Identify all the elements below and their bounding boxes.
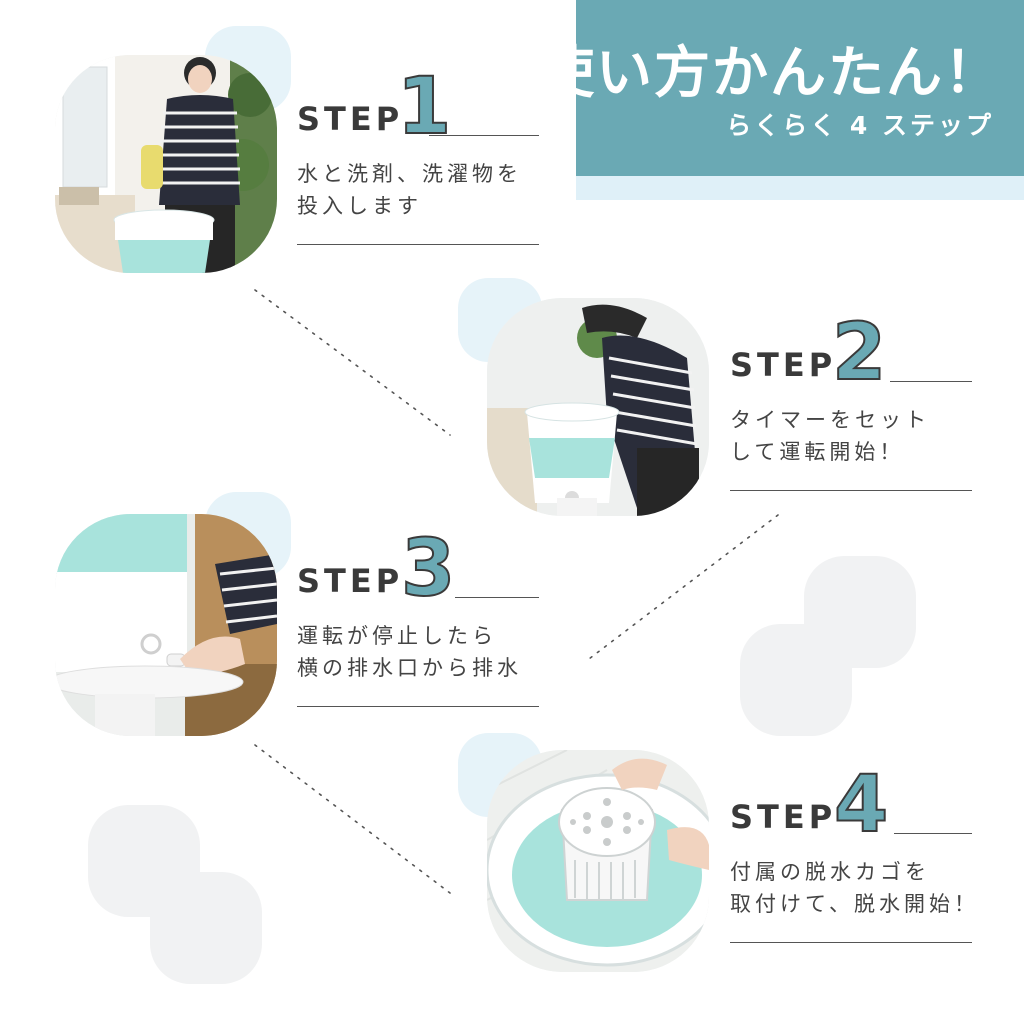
step-1-description: 水と洗剤、洗濯物を 投入します (297, 158, 539, 222)
step-1-heading-rule (429, 135, 539, 136)
step-4-line-1: 付属の脱水カゴを (730, 860, 930, 884)
step-2-bottom-rule (730, 490, 972, 491)
step-3-line-2: 横の排水口から排水 (297, 656, 522, 680)
step-1-line-2: 投入します (297, 194, 422, 218)
step-3-photo (55, 514, 277, 736)
step-4-bottom-rule (730, 942, 972, 943)
step-3-heading-rule (455, 597, 539, 598)
step-2-word: STEP (730, 346, 837, 384)
step-4-description: 付属の脱水カゴを 取付けて、脱水開始！ (730, 856, 975, 920)
step-2-description: タイマーをセット して運転開始！ (730, 404, 972, 468)
step-3-description: 運転が停止したら 横の排水口から排水 (297, 620, 539, 684)
step-4-photo (487, 750, 709, 972)
step-3-bottom-rule (297, 706, 539, 707)
step-1-number: 1 (396, 62, 452, 152)
connector-2-3 (584, 514, 779, 663)
step-4-line-2: 取付けて、脱水開始！ (730, 892, 979, 916)
step-2-heading-rule (890, 381, 972, 382)
decor-square-8 (150, 872, 262, 984)
step-2-number: 2 (831, 308, 887, 398)
step-4-heading: STEP 4 (730, 765, 972, 845)
step-3-word: STEP (297, 562, 404, 600)
step-4-word: STEP (730, 798, 837, 836)
step-2-photo (487, 298, 709, 516)
step-3-number: 3 (400, 524, 456, 614)
step-4: STEP 4 付属の脱水カゴを 取付けて、脱水開始！ (730, 765, 975, 943)
step-1-photo (55, 55, 277, 273)
step-4-number: 4 (833, 760, 889, 850)
step-1-line-1: 水と洗剤、洗濯物を (297, 162, 522, 186)
step-3-line-1: 運転が停止したら (297, 624, 497, 648)
step-2-line-2: して運転開始！ (730, 440, 905, 464)
banner-subtitle: らくらく 4 ステップ (726, 111, 994, 140)
connector-1-2 (254, 289, 451, 436)
header-banner: 使い方かんたん！ らくらく 4 ステップ (538, 0, 1024, 176)
step-1: STEP 1 水と洗剤、洗濯物を 投入します (297, 67, 539, 245)
step-2: STEP 2 タイマーをセット して運転開始！ (730, 313, 972, 491)
connector-3-4 (254, 744, 451, 894)
step-1-bottom-rule (297, 244, 539, 245)
step-1-word: STEP (297, 100, 404, 138)
step-1-heading: STEP 1 (297, 67, 539, 147)
decor-square-6 (740, 624, 852, 736)
banner-title: 使い方かんたん！ (538, 41, 1002, 106)
step-2-heading: STEP 2 (730, 313, 972, 393)
step-2-line-1: タイマーをセット (730, 408, 930, 432)
step-3: STEP 3 運転が停止したら 横の排水口から排水 (297, 529, 539, 707)
step-4-heading-rule (894, 833, 972, 834)
step-3-heading: STEP 3 (297, 529, 539, 609)
